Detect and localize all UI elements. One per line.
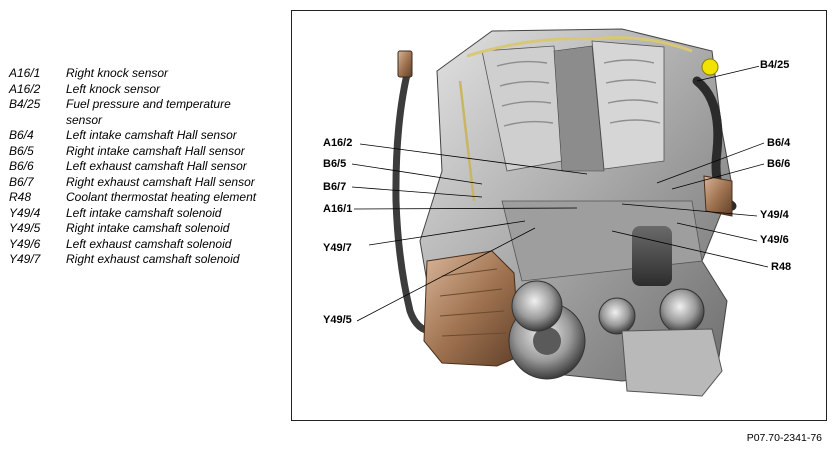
legend-row-a16-2: A16/2 Left knock sensor [9, 82, 279, 98]
legend-description: Left exhaust camshaft Hall sensor [66, 159, 247, 173]
component-legend: A16/1 Right knock sensor A16/2 Left knoc… [9, 66, 279, 268]
legend-description: Right intake camshaft Hall sensor [66, 143, 245, 158]
callout-y49-6: Y49/6 [759, 234, 790, 246]
engine-illustration [351, 28, 769, 397]
legend-description: Left intake camshaft Hall sensor [66, 128, 237, 142]
callout-b6-6: B6/6 [766, 158, 792, 170]
legend-row-b6-6: B6/6 Left exhaust camshaft Hall sensor [9, 159, 279, 175]
legend-code: Y49/7 [9, 252, 41, 266]
legend-code: A16/2 [9, 81, 41, 96]
yellow-cap [701, 58, 719, 76]
wiring-harness [392, 62, 436, 335]
legend-code: R48 [9, 190, 32, 204]
legend-description: Left exhaust camshaft solenoid [66, 236, 232, 251]
legend-row-b6-4: B6/4 Left intake camshaft Hall sensor [9, 128, 279, 144]
legend-row-b4-25: B4/25 Fuel pressure and temperature sens… [9, 97, 279, 128]
legend-row-a16-1: A16/1 Right knock sensor [9, 66, 279, 82]
engine-figure: B4/25 A16/2 B6/4 B6/5 B6/6 B6/7 A16/1 Y4… [291, 10, 827, 421]
right-bracket [703, 175, 733, 217]
harness-connector [397, 50, 413, 78]
callout-a16-2: A16/2 [322, 137, 354, 149]
legend-code: Y49/6 [9, 236, 41, 251]
legend-description: Right exhaust camshaft solenoid [66, 252, 240, 266]
legend-code: B4/25 [9, 97, 41, 111]
legend-row-r48: R48 Coolant thermostat heating element [9, 190, 279, 206]
legend-row-b6-7: B6/7 Right exhaust camshaft Hall sensor [9, 175, 279, 191]
callout-y49-4: Y49/4 [759, 209, 790, 221]
legend-code: Y49/4 [9, 205, 41, 220]
legend-row-y49-5: Y49/5 Right intake camshaft solenoid [9, 221, 279, 237]
callout-b6-4: B6/4 [766, 137, 792, 149]
callout-y49-7: Y49/7 [322, 242, 353, 254]
legend-row-y49-4: Y49/4 Left intake camshaft solenoid [9, 206, 279, 222]
legend-code: A16/1 [9, 66, 41, 80]
legend-description: Right knock sensor [66, 66, 169, 80]
bronze-housing [423, 250, 521, 367]
callout-y49-5: Y49/5 [322, 314, 353, 326]
legend-row-y49-7: Y49/7 Right exhaust camshaft solenoid [9, 252, 279, 268]
figure-reference: P07.70-2341-76 [746, 432, 822, 444]
legend-description: Right exhaust camshaft Hall sensor [66, 174, 255, 189]
legend-code: B6/7 [9, 174, 34, 189]
legend-description: Right intake camshaft solenoid [66, 221, 230, 235]
oil-pan [621, 328, 723, 397]
callout-a16-1: A16/1 [322, 203, 354, 215]
callout-r48: R48 [770, 261, 793, 273]
callout-b4-25: B4/25 [759, 59, 791, 71]
callout-b6-7: B6/7 [322, 181, 348, 193]
legend-description: Left intake camshaft solenoid [66, 205, 222, 220]
legend-code: B6/4 [9, 128, 34, 142]
legend-code: Y49/5 [9, 221, 41, 235]
legend-row-y49-6: Y49/6 Left exhaust camshaft solenoid [9, 237, 279, 253]
legend-description: Fuel pressure and temperature sensor [66, 97, 231, 127]
legend-row-b6-5: B6/5 Right intake camshaft Hall sensor [9, 144, 279, 160]
legend-code: B6/5 [9, 143, 34, 158]
legend-description: Left knock sensor [66, 81, 161, 96]
callout-b6-5: B6/5 [322, 158, 348, 170]
leader-lines [351, 65, 769, 322]
front-pulleys [508, 226, 705, 380]
legend-code: B6/6 [9, 159, 34, 173]
legend-description: Coolant thermostat heating element [66, 190, 257, 204]
